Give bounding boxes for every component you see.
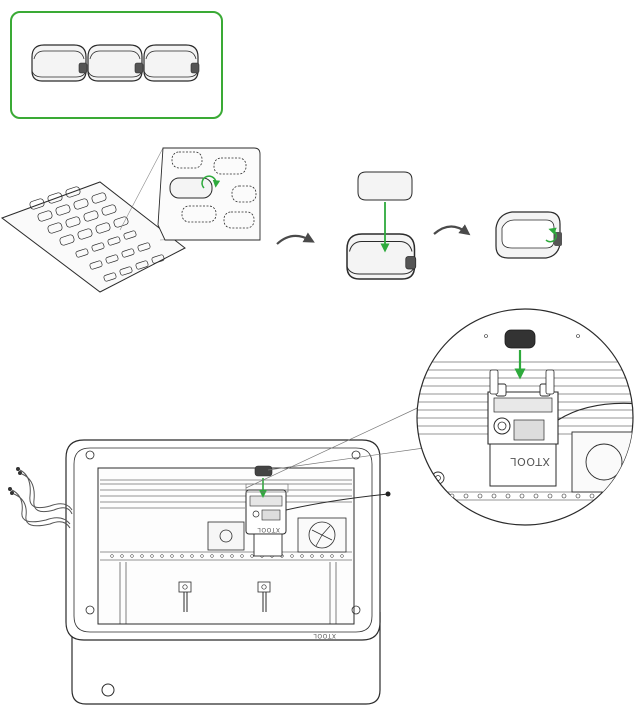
peel-arrow-icon <box>201 175 221 189</box>
laser-head-zoomed: XTOOL <box>487 369 559 487</box>
base-brand-label: XTOOL <box>313 632 336 639</box>
cable <box>285 493 389 511</box>
pad-sheet-illustration <box>0 147 261 293</box>
zoom-projection <box>245 403 427 489</box>
pad-on-head-zoomed <box>504 329 536 349</box>
highlight-frame <box>10 11 223 119</box>
zoom-brand-label: XTOOL <box>510 455 550 468</box>
rotated-pad-illustration <box>495 211 562 259</box>
pad-on-head <box>254 465 273 477</box>
head-brand-label: XTOOL <box>257 526 280 533</box>
pad-icon <box>346 233 417 280</box>
next-step-arrow-icon <box>433 224 471 236</box>
power-module <box>207 521 245 551</box>
power-cables <box>8 467 73 529</box>
laser-head: XTOOL <box>245 489 287 557</box>
foot-hole <box>101 683 115 697</box>
pad-icon <box>31 44 88 82</box>
laser-machine: XTOOL XTOOL <box>65 439 391 705</box>
adhesive-sheet <box>357 171 413 201</box>
zoom-circle: XTOOL <box>416 308 634 526</box>
pad-sheet <box>0 181 186 293</box>
pad-icon <box>143 44 200 82</box>
next-step-arrow-icon <box>276 232 315 245</box>
pad-icon <box>87 44 144 82</box>
three-pads-panel <box>10 11 223 119</box>
rotate-arrow-icon <box>545 227 557 243</box>
connector-rod <box>178 581 192 612</box>
attach-adhesive-illustration <box>346 171 417 280</box>
connector-rod <box>257 581 271 612</box>
zoom-detail <box>157 147 261 241</box>
